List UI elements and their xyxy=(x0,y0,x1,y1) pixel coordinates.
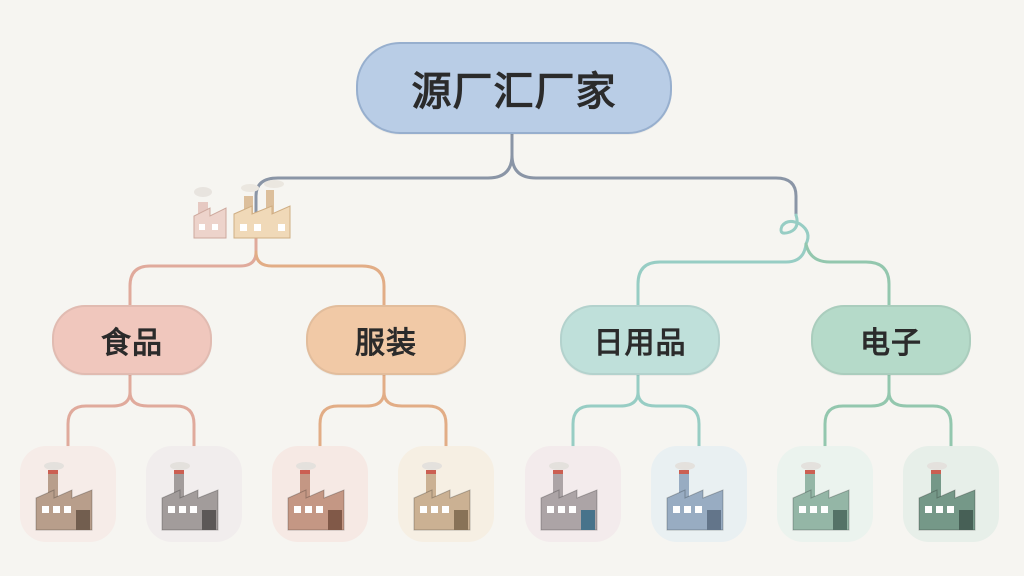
connector-to-factory xyxy=(887,390,953,448)
root-label: 源厂汇厂家 xyxy=(411,69,617,115)
category-node-daily-goods: 日用品 xyxy=(560,305,720,375)
connector-right-loop xyxy=(779,213,810,246)
factory-tile xyxy=(20,446,116,542)
factory-icon xyxy=(918,462,976,531)
connector-clothing xyxy=(254,250,386,307)
root-node: 源厂汇厂家 xyxy=(356,42,672,134)
category-label: 日用品 xyxy=(593,326,687,361)
connector-to-factory xyxy=(636,390,701,448)
factory-tile xyxy=(398,446,494,542)
connector-electronics xyxy=(804,242,891,307)
factory-icon xyxy=(666,462,724,531)
factory-tile xyxy=(146,446,242,542)
factory-icon xyxy=(287,462,345,531)
category-label: 服装 xyxy=(355,326,417,361)
factory-tile xyxy=(525,446,621,542)
category-label: 食品 xyxy=(101,326,163,361)
factory-icon xyxy=(413,462,471,531)
factory-tile xyxy=(903,446,999,542)
connector-to-factory xyxy=(66,369,132,448)
connector-daily-goods xyxy=(636,242,808,307)
category-label: 电子 xyxy=(860,326,922,361)
factory-icon xyxy=(540,462,598,531)
connector-to-factory xyxy=(318,369,386,448)
factory-icon xyxy=(792,462,850,531)
category-node-clothing: 服装 xyxy=(306,305,466,375)
connector-to-factory xyxy=(571,369,640,448)
connector-root-right xyxy=(510,153,798,217)
factory-tile xyxy=(651,446,747,542)
connector-food xyxy=(128,236,258,307)
factory-icon xyxy=(35,462,93,531)
factory-illustration-icon xyxy=(193,180,291,239)
factory-icon xyxy=(161,462,219,531)
factory-tile xyxy=(777,446,873,542)
category-node-food: 食品 xyxy=(52,305,212,375)
connector-to-factory xyxy=(823,369,891,448)
category-node-electronics: 电子 xyxy=(811,305,971,375)
factory-tile xyxy=(272,446,368,542)
connector-to-factory xyxy=(128,390,196,448)
connector-to-factory xyxy=(382,390,448,448)
